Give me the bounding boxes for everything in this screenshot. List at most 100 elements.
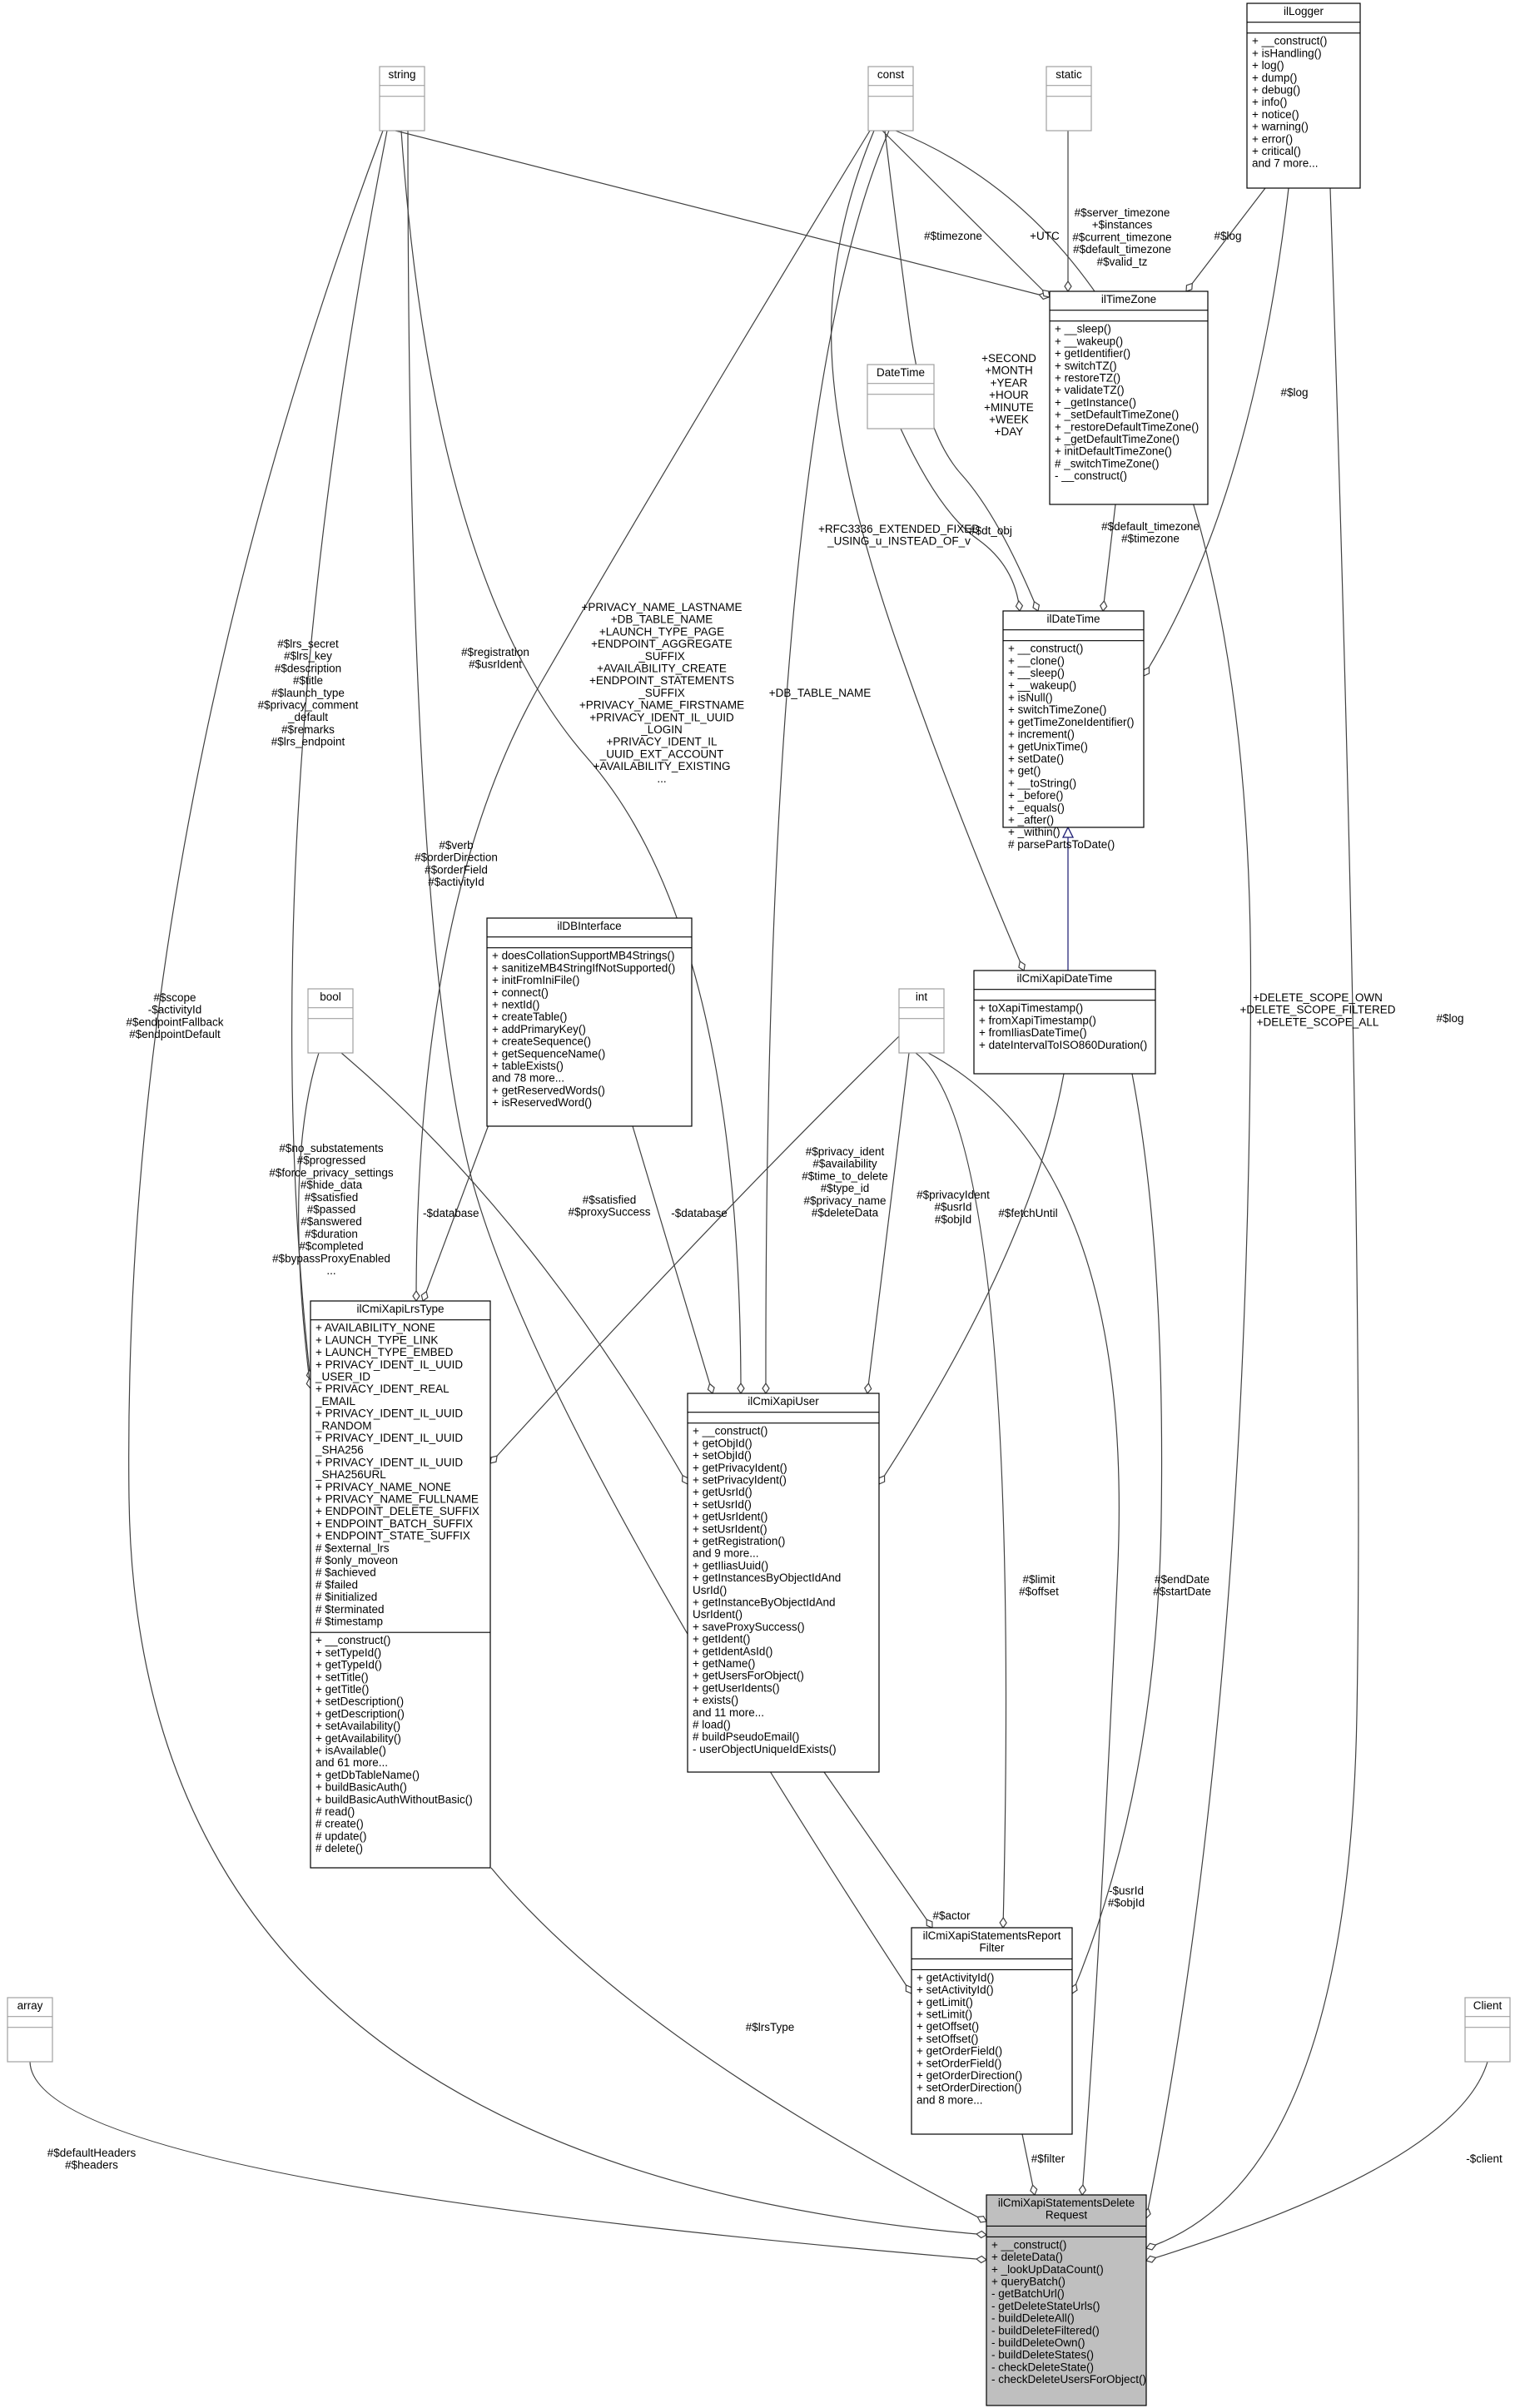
edge-label-line: #$endDate <box>1155 1573 1210 1586</box>
class-box-frame <box>1046 66 1092 132</box>
class-method: and 9 more... <box>693 1547 759 1560</box>
class-method: + getOffset() <box>916 2020 979 2033</box>
class-method: + fromXapiTimestamp() <box>979 1014 1096 1026</box>
class-box-int[interactable]: int <box>898 988 945 1054</box>
class-box-DateTime[interactable]: DateTime <box>867 364 935 429</box>
edge-label-line: #$objId <box>1108 1897 1145 1909</box>
edge-cmidt-filter <box>1072 1073 1163 1993</box>
edge-int-filter <box>915 1052 1006 1928</box>
edge-tz-dt <box>1103 504 1116 611</box>
class-method: + buildBasicAuthWithoutBasic() <box>315 1793 473 1805</box>
class-attribute: # $timestamp <box>315 1616 383 1628</box>
class-method: + isNull() <box>1008 692 1053 704</box>
class-method: + warning() <box>1252 121 1309 133</box>
class-method: # buildPseudoEmail() <box>693 1730 799 1743</box>
edge-label-line: +DAY <box>995 425 1024 438</box>
edge-label-actor: #$actor <box>932 1909 971 1922</box>
edge-const-lrs <box>416 130 871 1301</box>
edge-label-line: ... <box>326 1264 335 1277</box>
edge-label-line: +DB_TABLE_NAME <box>611 613 713 626</box>
class-method: + getTimeZoneIdentifier() <box>1008 716 1134 728</box>
edge-label-line: #$privacyIdent <box>916 1189 990 1201</box>
class-method: + __construct() <box>693 1425 767 1437</box>
edge-label-headers: #$defaultHeaders#$headers <box>47 2147 137 2172</box>
class-method: + setOrderDirection() <box>916 2082 1021 2094</box>
class-box-ilTimeZone[interactable]: ilTimeZone+ __sleep()+ __wakeup()+ getId… <box>1049 290 1209 505</box>
class-box-bool[interactable]: bool <box>307 988 354 1054</box>
class-method: + _getInstance() <box>1055 396 1136 409</box>
class-method: # load() <box>693 1719 731 1731</box>
class-method: + validateTZ() <box>1055 384 1125 396</box>
class-name: ilCmiXapiStatementsReport <box>923 1929 1061 1942</box>
class-method: + sanitizeMB4StringIfNotSupported() <box>492 961 675 974</box>
class-box-frame <box>986 2194 1147 2406</box>
class-attribute: _USER_ID <box>315 1371 370 1383</box>
class-method: + setPrivacyIdent() <box>693 1474 787 1487</box>
class-method: + getLimit() <box>916 1996 973 2008</box>
edge-label-line: #$orderField <box>425 863 488 876</box>
edge-user-filter <box>823 1771 932 1928</box>
edge-label-line: _UUID_EXT_ACCOUNT <box>599 747 724 760</box>
class-method: + getIdent() <box>693 1633 750 1646</box>
edge-label-usr: -$usrId#$objId <box>1108 1884 1145 1909</box>
class-method: + setObjId() <box>693 1449 752 1462</box>
class-attribute: + LAUNCH_TYPE_EMBED <box>315 1346 454 1358</box>
class-box-ilCmiXapiDateTime[interactable]: ilCmiXapiDateTime+ toXapiTimestamp()+ fr… <box>973 970 1156 1075</box>
edge-label-dates: #$endDate#$startDate <box>1153 1573 1211 1598</box>
class-attribute: # $failed <box>315 1578 358 1591</box>
class-box-string[interactable]: string <box>379 66 425 132</box>
class-box-frame <box>1464 1997 1511 2063</box>
class-attribute: # $external_lrs <box>315 1542 390 1554</box>
class-method: UsrIdent() <box>693 1608 743 1621</box>
class-name: ilDBInterface <box>557 920 621 932</box>
class-method: + __sleep() <box>1008 667 1065 679</box>
edge-labels-layer: #$timezone+UTC#$server_timezone+$instanc… <box>47 206 1503 2172</box>
class-attribute: + PRIVACY_IDENT_REAL <box>315 1383 450 1395</box>
edge-label-line: #$limit <box>1022 1573 1055 1586</box>
edge-array-req <box>29 2061 986 2260</box>
class-method: - userObjectUniqueIdExists() <box>693 1743 837 1755</box>
class-name: ilCmiXapiLrsType <box>356 1303 444 1315</box>
edge-label-rfc: +RFC3336_EXTENDED_FIXED_USING_u_INSTEAD_… <box>818 523 980 548</box>
edge-label-line: #$satisfied <box>305 1191 359 1204</box>
class-method: # _switchTimeZone() <box>1055 457 1160 469</box>
edge-label-line: #$server_timezone <box>1075 206 1170 219</box>
class-name: int <box>916 991 928 1003</box>
class-box-ilCmiXapiLrsType[interactable]: ilCmiXapiLrsType+ AVAILABILITY_NONE+ LAU… <box>310 1300 491 1869</box>
class-method: and 11 more... <box>693 1706 764 1719</box>
class-attribute: # $terminated <box>315 1603 385 1616</box>
edge-label-filter-strings: #$verb#$orderDirection#$orderField#$acti… <box>415 839 498 888</box>
edge-label-line: #$description <box>275 662 341 674</box>
edge-int-req <box>927 1052 1120 2195</box>
class-box-ilCmiXapiUser[interactable]: ilCmiXapiUser+ __construct()+ getObjId()… <box>687 1393 880 1773</box>
class-box-ilLogger[interactable]: ilLogger+ __construct()+ isHandling()+ l… <box>1246 2 1361 189</box>
edge-label-line: #$no_substatements <box>279 1142 384 1154</box>
class-method: + addPrimaryKey() <box>492 1023 586 1035</box>
edge-label-line: _USING_u_INSTEAD_OF_v <box>827 535 971 548</box>
class-name: Request <box>1046 2209 1088 2222</box>
class-box-Client[interactable]: Client <box>1464 1997 1511 2063</box>
edge-label-line: #$bypassProxyEnabled <box>272 1252 390 1264</box>
class-attribute: + PRIVACY_IDENT_IL_UUID <box>315 1432 463 1444</box>
class-attribute: + ENDPOINT_DELETE_SUFFIX <box>315 1505 479 1517</box>
edge-label-line: +DELETE_SCOPE_FILTERED <box>1240 1004 1396 1016</box>
class-box-array[interactable]: array <box>7 1997 53 2063</box>
class-method: + queryBatch() <box>991 2276 1065 2288</box>
edge-label-satisfied: #$satisfied#$proxySuccess <box>568 1194 650 1219</box>
edge-label-db-table: +DB_TABLE_NAME <box>769 687 871 699</box>
edge-cmidt-user <box>879 1073 1065 1484</box>
class-box-const[interactable]: const <box>867 66 914 132</box>
class-attribute: + PRIVACY_NAME_FULLNAME <box>315 1493 479 1506</box>
class-box-ilDateTime[interactable]: ilDateTime+ __construct()+ __clone()+ __… <box>1002 610 1145 851</box>
class-method: + connect() <box>492 986 549 999</box>
edge-label-line: +LAUNCH_TYPE_PAGE <box>599 625 724 638</box>
class-box-static[interactable]: static <box>1046 66 1092 132</box>
class-box-frame <box>867 364 935 429</box>
class-method: + nextId() <box>492 999 539 1011</box>
class-name: bool <box>320 991 341 1003</box>
edge-label-line: #$force_privacy_settings <box>269 1166 394 1179</box>
class-box-frame <box>1049 290 1209 505</box>
class-box-ilDBInterface[interactable]: ilDBInterface+ doesCollationSupportMB4St… <box>486 917 693 1127</box>
